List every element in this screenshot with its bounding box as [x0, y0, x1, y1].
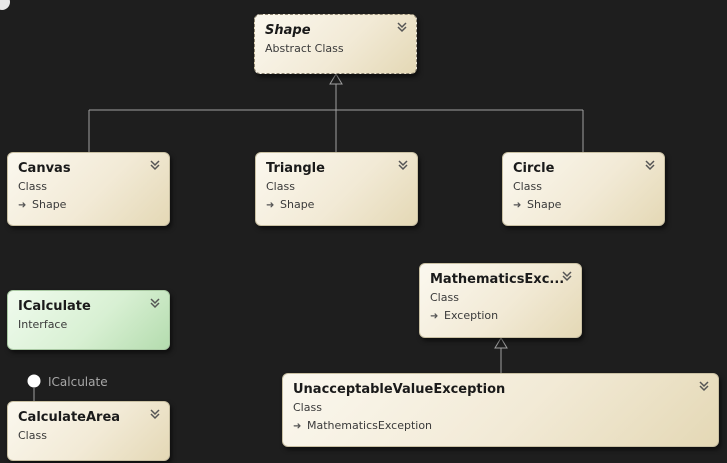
class-name: Shape: [265, 23, 311, 38]
base-class-row: ➜ Shape: [18, 196, 159, 215]
arrow-right-icon: ➜: [513, 200, 522, 211]
double-chevron-down-icon[interactable]: [561, 270, 573, 282]
class-kind: Class: [18, 429, 47, 442]
interface-kind: Interface: [18, 318, 68, 331]
double-chevron-down-icon[interactable]: [149, 159, 161, 171]
base-class-name: Shape: [280, 198, 315, 211]
base-class-row: ➜ Shape: [513, 196, 654, 215]
class-kind: Class: [293, 401, 322, 414]
class-box-canvas[interactable]: Canvas Class ➜ Shape: [7, 152, 170, 226]
double-chevron-down-icon[interactable]: [397, 159, 409, 171]
shape-inheritance-arrowhead: [329, 73, 343, 85]
lollipop-label: ICalculate: [48, 375, 108, 389]
arrow-right-icon: ➜: [266, 200, 275, 211]
double-chevron-down-icon[interactable]: [698, 380, 710, 392]
class-kind: Class: [266, 180, 295, 193]
class-kind: Abstract Class: [265, 42, 344, 55]
class-name: Circle: [513, 161, 555, 176]
class-kind: Class: [430, 291, 459, 304]
class-name: Triangle: [266, 161, 325, 176]
base-class-row: ➜ Shape: [266, 196, 407, 215]
lollipop-circle: [27, 374, 41, 388]
class-name: Canvas: [18, 161, 71, 176]
double-chevron-down-icon[interactable]: [396, 21, 408, 33]
class-name: UnacceptableValueException: [293, 382, 506, 397]
interface-box-icalculate[interactable]: ICalculate Interface: [7, 290, 170, 350]
base-class-name: Exception: [444, 309, 499, 322]
base-class-row: ➜ MathematicsException: [293, 417, 708, 436]
class-kind: Class: [18, 180, 47, 193]
base-class-row: ➜ Exception: [430, 307, 571, 326]
class-box-mathematics-exception[interactable]: MathematicsExc... Class ➜ Exception: [419, 263, 582, 338]
class-name: CalculateArea: [18, 410, 121, 425]
class-box-calculate-area[interactable]: CalculateArea Class: [7, 401, 170, 461]
class-name: MathematicsExc...: [430, 272, 565, 287]
double-chevron-down-icon[interactable]: [149, 408, 161, 420]
corner-mark: [0, 0, 10, 10]
class-box-circle[interactable]: Circle Class ➜ Shape: [502, 152, 665, 226]
base-class-name: Shape: [527, 198, 562, 211]
arrow-right-icon: ➜: [293, 421, 302, 432]
double-chevron-down-icon[interactable]: [644, 159, 656, 171]
class-box-shape[interactable]: Shape Abstract Class: [254, 14, 417, 74]
exception-inheritance-arrowhead: [494, 337, 508, 349]
arrow-right-icon: ➜: [430, 311, 439, 322]
class-box-triangle[interactable]: Triangle Class ➜ Shape: [255, 152, 418, 226]
class-box-unacceptable-value-exception[interactable]: UnacceptableValueException Class ➜ Mathem…: [282, 373, 719, 447]
interface-name: ICalculate: [18, 299, 91, 314]
class-kind: Class: [513, 180, 542, 193]
double-chevron-down-icon[interactable]: [149, 297, 161, 309]
base-class-name: Shape: [32, 198, 67, 211]
base-class-name: MathematicsException: [307, 419, 433, 432]
arrow-right-icon: ➜: [18, 200, 27, 211]
shape-inheritance-lines: [88, 84, 584, 152]
